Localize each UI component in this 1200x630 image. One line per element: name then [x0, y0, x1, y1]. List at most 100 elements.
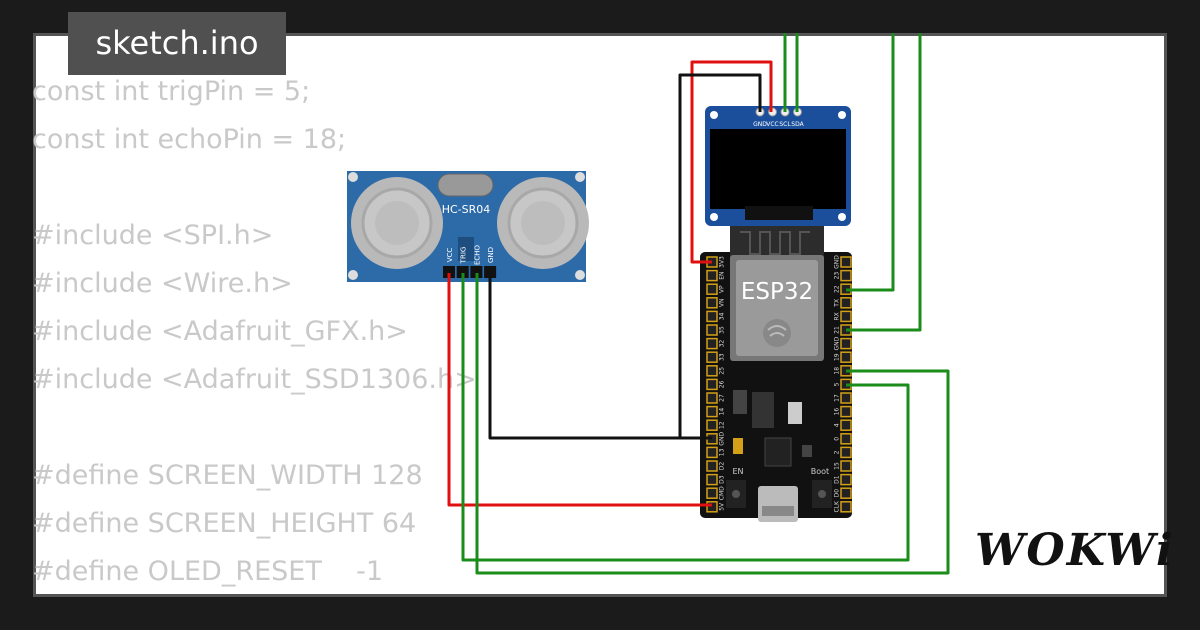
sensor-pin-label: TRIG [460, 247, 468, 265]
esp32-left-pin-label: 3V3 [719, 256, 726, 268]
sensor-pin[interactable] [456, 266, 469, 278]
code-line: #define OLED_RESET -1 [32, 556, 384, 587]
en-button[interactable] [732, 490, 740, 498]
esp32-right-pin-label: 18 [834, 367, 841, 375]
esp32-left-pin[interactable] [706, 378, 718, 391]
esp32-right-pin[interactable] [840, 351, 852, 363]
esp32-left-pin-label: 25 [719, 367, 726, 375]
esp32-right-pin-label: D1 [834, 475, 841, 484]
esp32-right-pin-label: 22 [834, 285, 841, 293]
esp32-left-pin[interactable] [706, 419, 718, 431]
sensor-pin-label: ECHO [473, 244, 481, 265]
esp32-left-pin[interactable] [706, 310, 718, 323]
oled-pin-label: SDA [791, 121, 804, 128]
code-line: #include <Adafruit_GFX.h> [32, 316, 408, 347]
esp32-right-pin-label: 0 [834, 437, 841, 441]
code-line: const int trigPin = 5; [32, 76, 311, 107]
wires [447, 33, 950, 575]
esp32-left-pin-label: 12 [719, 421, 726, 429]
esp32-left-pin-label: 34 [719, 312, 726, 320]
esp32-right-pin[interactable] [840, 446, 852, 459]
esp32-left-pin-label: CMD [719, 486, 726, 500]
oled-pin-label: VCC [766, 121, 778, 128]
file-tab[interactable]: sketch.ino [68, 12, 286, 75]
esp32-board[interactable]: ESP32 EN Boot [700, 225, 852, 522]
esp32-right-pin[interactable] [840, 405, 852, 418]
code-line: #define SCREEN_WIDTH 128 [32, 460, 423, 491]
wire-gpio21 [846, 33, 922, 332]
en-button-label: EN [732, 467, 743, 476]
esp32-right-pin[interactable] [840, 419, 852, 431]
code-line: #include <Wire.h> [32, 268, 293, 299]
esp32-left-pin-label: VP [719, 285, 726, 293]
esp32-left-pin[interactable] [706, 351, 718, 363]
esp32-left-pin-label: 5V [719, 502, 726, 511]
esp32-left-pin-label: 35 [719, 326, 726, 334]
esp32-left-pin-label: GND [719, 432, 726, 446]
esp32-right-pin[interactable] [840, 487, 852, 499]
wire-oled-vcc [690, 60, 773, 264]
esp32-right-pin[interactable] [840, 392, 852, 404]
esp32-right-pin-label: 2 [834, 450, 841, 454]
esp32-left-pins: 3V3ENVPVN343532332526271412GND13D2D3CMD5… [706, 256, 726, 513]
esp32-left-pin[interactable] [706, 460, 718, 472]
esp32-right-pin[interactable] [840, 433, 852, 445]
esp32-left-pin[interactable] [706, 446, 718, 459]
boot-button[interactable] [818, 490, 826, 498]
esp32-left-pin[interactable] [706, 473, 718, 486]
esp32-left-pin[interactable] [706, 501, 718, 513]
oled-screen [710, 129, 846, 209]
esp32-left-pin[interactable] [706, 297, 718, 309]
sensor-pin[interactable] [470, 266, 483, 278]
esp32-left-pin-label: D2 [719, 462, 726, 471]
oled-display[interactable] [705, 106, 851, 226]
esp32-right-pin[interactable] [840, 473, 852, 486]
esp32-right-pin-label: 15 [834, 462, 841, 470]
sensor-pin[interactable] [484, 266, 497, 278]
esp32-right-pin-label: 19 [834, 353, 841, 361]
esp32-right-pin-label: RX [834, 312, 841, 320]
esp32-right-pin[interactable] [840, 460, 852, 472]
code-line: #include <Adafruit_SSD1306.h> [32, 364, 477, 395]
esp32-right-pin[interactable] [840, 256, 852, 268]
esp32-left-pin[interactable] [706, 283, 718, 295]
esp32-right-pin[interactable] [840, 310, 852, 323]
esp32-left-pin-label: 27 [719, 394, 726, 402]
esp32-right-pin-label: D0 [834, 489, 841, 498]
wire-sensor-vcc [447, 273, 712, 507]
code-line: #define SCREEN_HEIGHT 64 [32, 508, 417, 539]
esp32-left-pin[interactable] [706, 324, 718, 336]
esp32-left-pin[interactable] [706, 337, 718, 350]
esp32-left-pin[interactable] [706, 487, 718, 499]
esp32-left-pin[interactable] [706, 269, 718, 282]
preview-card [33, 33, 1167, 597]
esp32-right-pin-label: 17 [834, 394, 841, 402]
code-background: const int trigPin = 5;const int echoPin … [32, 68, 477, 596]
esp32-left-pin-label: 13 [719, 448, 726, 456]
mcu-label: ESP32 [741, 279, 813, 305]
esp32-left-pin[interactable] [706, 405, 718, 418]
code-line: #include <SPI.h> [32, 220, 274, 251]
wire-sensor-trig [461, 273, 910, 562]
esp32-left-pin[interactable] [706, 392, 718, 404]
esp32-left-pin-label: VN [719, 299, 726, 308]
esp32-right-pin[interactable] [840, 297, 852, 309]
esp32-right-pin[interactable] [840, 269, 852, 282]
sensor-pin[interactable] [443, 266, 455, 278]
esp32-right-pin-label: 21 [834, 326, 841, 334]
esp32-right-pin[interactable] [840, 501, 852, 513]
esp32-left-pin-label: 14 [719, 408, 726, 416]
esp32-right-pin-label: GND [834, 336, 841, 350]
sensor-pin-label: VCC [446, 248, 454, 263]
esp32-right-pin[interactable] [840, 337, 852, 350]
oled-pin-label: SCL [779, 121, 791, 128]
esp32-left-pin-label: 26 [719, 380, 726, 388]
esp32-left-pin[interactable] [706, 365, 718, 377]
usb-port [758, 486, 798, 522]
esp32-right-pin-label: 16 [834, 408, 841, 416]
hc-sr04-sensor[interactable]: HC-SR04 [347, 171, 589, 282]
wire-sensor-echo [475, 273, 950, 575]
boot-button-label: Boot [811, 467, 829, 476]
